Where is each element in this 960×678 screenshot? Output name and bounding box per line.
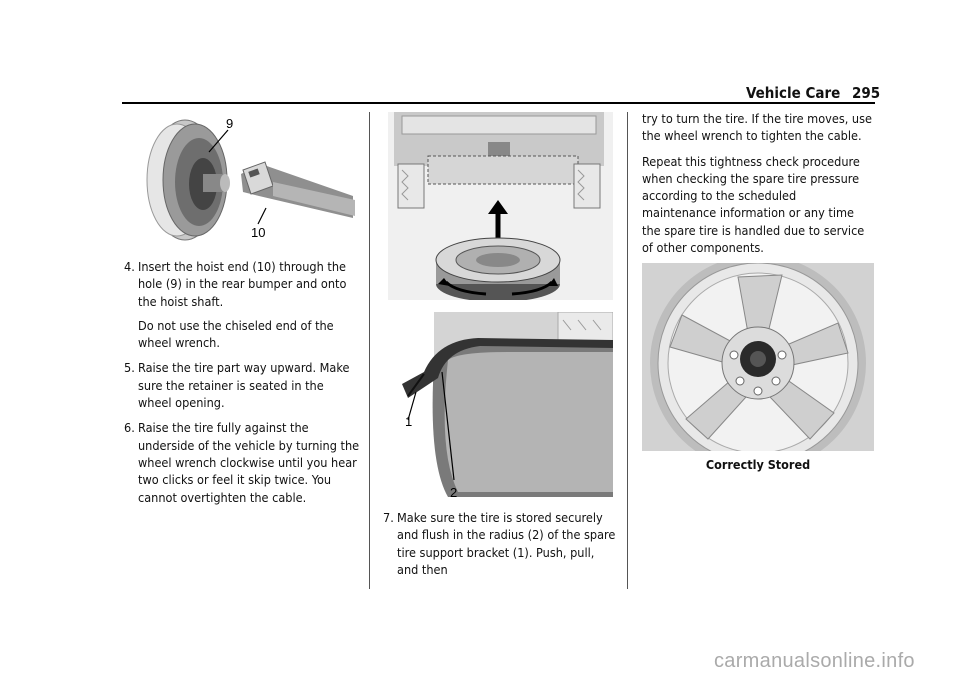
step-number: 4.: [124, 259, 135, 274]
steps-list-left: 4. Insert the hoist end (10) through the…: [124, 258, 360, 514]
hoist-figure: 9 10: [133, 112, 358, 242]
section-title: Vehicle Care: [746, 84, 841, 102]
step-text: Make sure the tire is stored securely an…: [397, 510, 616, 577]
callout-9: 9: [226, 116, 233, 131]
page-number: 295: [852, 84, 881, 102]
step-text: Raise the tire part way upward. Make sur…: [138, 360, 350, 411]
right-column-text: try to turn the tire. If the tire moves,…: [642, 110, 874, 264]
figure-caption: Correctly Stored: [705, 457, 811, 472]
paragraph: Repeat this tightness check procedure wh…: [642, 153, 865, 256]
column-divider: [369, 112, 370, 589]
step-5: 5. Raise the tire part way upward. Make …: [124, 359, 360, 411]
spare-tire-raise-figure: [388, 112, 613, 302]
step-number: 7.: [383, 510, 394, 525]
step-number: 5.: [124, 360, 135, 376]
step-4: 4. Insert the hoist end (10) through the…: [124, 258, 360, 351]
step-text: Insert the hoist end (10) through the ho…: [138, 259, 347, 309]
step-7: 7. Make sure the tire is stored securely…: [383, 509, 619, 578]
callout-10: 10: [251, 225, 265, 240]
header-rule: [122, 102, 875, 104]
step-6: 6. Raise the tire fully against the unde…: [124, 419, 360, 505]
steps-list-middle: 7. Make sure the tire is stored securely…: [383, 509, 619, 586]
wheel-figure: [642, 255, 874, 471]
callout-2: 2: [450, 485, 457, 500]
step-note: Do not use the chiseled end of the wheel…: [138, 317, 334, 351]
bracket-figure: 1 2: [388, 311, 614, 502]
watermark-text: carmanualsonline.info: [714, 650, 915, 672]
column-divider: [627, 112, 628, 589]
step-text: Raise the tire fully against the undersi…: [138, 420, 360, 505]
paragraph: try to turn the tire. If the tire moves,…: [642, 111, 872, 144]
step-number: 6.: [124, 420, 135, 436]
callout-1: 1: [405, 414, 412, 429]
